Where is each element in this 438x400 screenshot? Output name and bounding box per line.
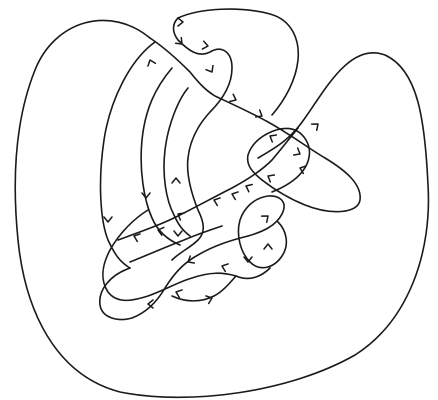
orientation-arrow-4 [206, 66, 215, 74]
upper-inner-strand [172, 18, 232, 260]
orientation-arrow-29 [146, 59, 155, 66]
lower-right-loop-strand [238, 196, 286, 268]
top-arc-strand [150, 38, 360, 212]
lower-left-loop-strand [100, 236, 248, 319]
middle-strand-1 [118, 128, 298, 240]
lower-right-outer-strand [172, 276, 236, 301]
orientation-arrow-1 [178, 18, 183, 26]
orientation-arrow-23 [262, 213, 271, 222]
left-loop-strand-1 [101, 42, 155, 268]
orientation-arrow-13 [231, 190, 238, 199]
orientation-arrow-15 [142, 193, 150, 198]
left-loop-strand-3 [164, 88, 190, 236]
orientation-arrow-3 [202, 41, 208, 50]
orientation-arrow-9 [268, 133, 276, 142]
orientation-arrow-30 [172, 178, 180, 183]
orientation-arrow-7 [312, 121, 321, 130]
orientation-arrow-24 [264, 244, 272, 249]
knot-strands [15, 9, 428, 397]
orientation-arrow-20 [174, 231, 182, 236]
upper-loop-strand [178, 9, 298, 115]
orientation-arrow-27 [175, 288, 182, 297]
orientation-arrow-5 [230, 94, 238, 103]
orientation-arrow-12 [266, 173, 274, 182]
orientation-arrow-8 [294, 148, 302, 157]
right-middle-strand [248, 128, 310, 192]
outer-loop-strand [15, 20, 428, 397]
orientation-arrow-19 [104, 217, 112, 222]
orientation-arrow-22 [221, 262, 228, 271]
orientation-arrow-11 [244, 182, 252, 191]
